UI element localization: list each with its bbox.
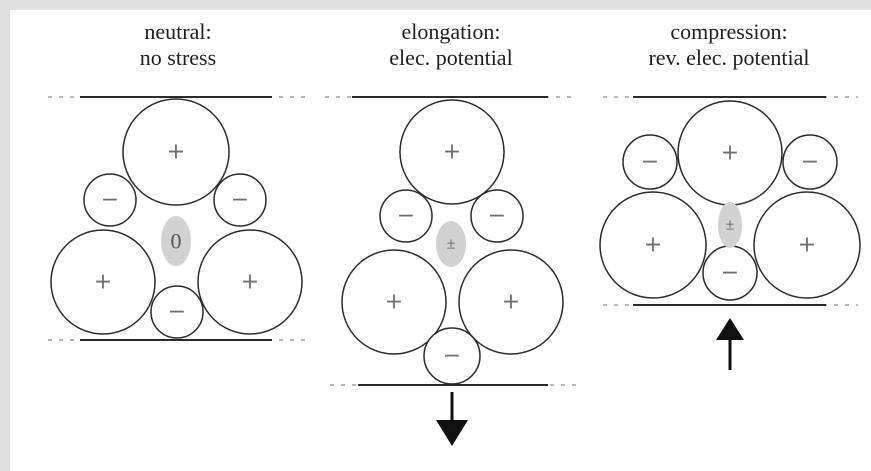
compression-anion-circle — [782, 134, 838, 190]
elongation-anion-circle — [470, 189, 524, 243]
elongation-center-charge-label: ± — [447, 236, 456, 253]
elongation-anion-sign: − — [397, 204, 415, 229]
panel-elongation-title: elongation: elec. potential — [321, 19, 581, 71]
compression-cation-sign: + — [644, 233, 662, 258]
compression-center-charge-label: ± — [726, 217, 735, 234]
elongation-cation-circle — [399, 99, 505, 205]
elongation-cation-sign: + — [502, 290, 520, 315]
elongation-anion-sign: − — [488, 204, 506, 229]
panel-neutral-title-line2: no stress — [139, 45, 217, 70]
compression-cation-sign: + — [798, 233, 816, 258]
neutral-anion-sign: − — [101, 188, 119, 213]
neutral-cation-circle — [122, 98, 230, 206]
compression-anion-sign: − — [721, 261, 739, 286]
neutral-cation-sign: + — [241, 270, 259, 295]
elongation-cation-circle — [341, 249, 447, 355]
elongation-cation-sign: + — [385, 290, 403, 315]
neutral-center-charge — [161, 216, 191, 266]
neutral-cation-circle — [197, 229, 303, 335]
panel-compression-title: compression: rev. elec. potential — [599, 19, 859, 71]
neutral-anion-circle — [213, 173, 267, 227]
compression-cation-sign: + — [721, 141, 739, 166]
elongation-cation-circle — [458, 249, 564, 355]
elongation-cation-sign: + — [443, 140, 461, 165]
panel-elongation-title-line2: elec. potential — [389, 45, 513, 70]
panel-compression: + + + − − − ± — [599, 96, 861, 370]
panel-compression-title-line2: rev. elec. potential — [648, 45, 810, 70]
elongation-anion-sign: − — [443, 344, 461, 369]
panel-neutral: + + + − − − 0 — [48, 96, 305, 341]
neutral-anion-circle — [150, 285, 204, 339]
compression-anion-sign: − — [641, 150, 659, 175]
neutral-center-charge-label: 0 — [171, 229, 182, 254]
elongation-center-charge — [436, 221, 466, 267]
panel-neutral-title-line1: neutral: — [144, 19, 212, 44]
compression-cation-circle — [599, 191, 707, 299]
neutral-cation-sign: + — [94, 270, 112, 295]
elongation-anion-circle — [379, 189, 433, 243]
neutral-anion-sign: − — [168, 300, 186, 325]
elongation-anion-circle — [423, 327, 481, 385]
panel-compression-title-line1: compression: — [670, 19, 788, 44]
compression-force-arrow-up-icon — [716, 318, 744, 340]
neutral-cation-sign: + — [167, 140, 185, 165]
compression-anion-circle — [622, 134, 678, 190]
compression-anion-sign: − — [801, 150, 819, 175]
panel-elongation: + + + − − − ± — [325, 96, 578, 446]
panel-neutral-title: neutral: no stress — [48, 19, 308, 71]
elongation-force-arrow-down-icon — [436, 420, 468, 446]
panel-elongation-title-line1: elongation: — [401, 19, 501, 44]
neutral-cation-circle — [50, 229, 156, 335]
neutral-anion-circle — [83, 173, 137, 227]
compression-cation-circle — [753, 191, 861, 299]
compression-center-charge — [718, 202, 742, 248]
neutral-anion-sign: − — [231, 188, 249, 213]
